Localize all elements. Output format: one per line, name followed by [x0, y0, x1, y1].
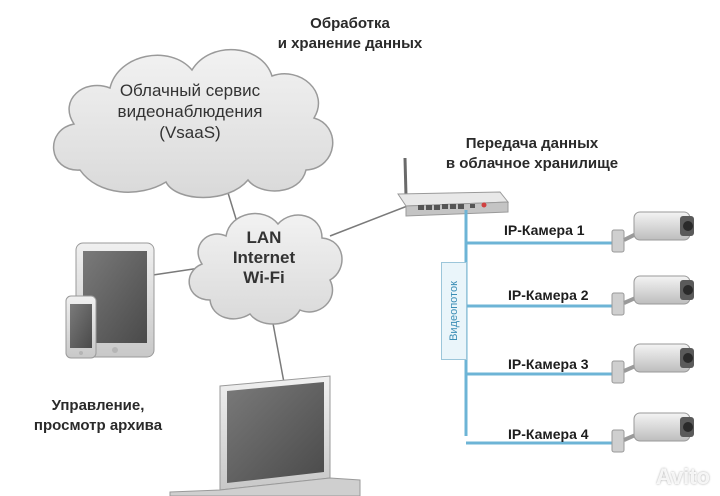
- camera-label-4: IP-Камера 4: [508, 426, 589, 442]
- camera-cabling: [464, 210, 622, 445]
- link-lan-laptop: [271, 317, 286, 389]
- cloud-label-line-2: видеонаблюдения: [117, 102, 263, 121]
- transfer-label: Передача данных в облачное хранилище: [412, 134, 652, 174]
- transfer-label-line-2: в облачное хранилище: [445, 155, 619, 172]
- link-lan-router: [329, 204, 411, 237]
- laptop-device: [169, 375, 361, 496]
- ip-camera-4: [611, 412, 694, 453]
- ip-camera-1: [611, 211, 694, 253]
- processing-label-line-1: Обработка: [310, 15, 390, 32]
- processing-label-line-2: и хранение данных: [277, 35, 423, 52]
- cloud-service-label: Облачный сервис видеонаблюдения (VsaaS): [100, 80, 280, 143]
- camera-label-1: IP-Камера 1: [504, 222, 585, 238]
- cloud-label-line-1: Облачный сервис: [119, 81, 261, 100]
- control-label-line-2: просмотр архива: [33, 417, 163, 434]
- cloud-service: [52, 48, 334, 199]
- transfer-label-line-1: Передача данных: [465, 135, 599, 152]
- avito-watermark: Avito: [655, 464, 710, 489]
- lan-label-line-3: Wi-Fi: [243, 268, 285, 287]
- ip-camera-2: [611, 275, 694, 316]
- control-label-line-1: Управление,: [51, 397, 145, 414]
- link-lan-tablet: [152, 267, 201, 276]
- video-stream-label: Видеопоток: [448, 281, 460, 341]
- processing-label: Обработка и хранение данных: [240, 14, 460, 54]
- cloud-lan: [188, 212, 343, 325]
- lan-label-line-1: LAN: [246, 228, 282, 247]
- router-device: [397, 157, 510, 217]
- camera-label-2: IP-Камера 2: [508, 287, 589, 303]
- lan-label: LAN Internet Wi-Fi: [214, 228, 314, 288]
- cloud-label-line-3: (VsaaS): [159, 123, 221, 142]
- control-label: Управление, просмотр архива: [8, 396, 188, 436]
- video-stream-box: Видеопоток: [441, 262, 467, 360]
- lan-label-line-2: Internet: [232, 248, 296, 267]
- phone-device: [65, 295, 97, 359]
- camera-label-3: IP-Камера 3: [508, 356, 589, 372]
- ip-camera-3: [611, 343, 694, 384]
